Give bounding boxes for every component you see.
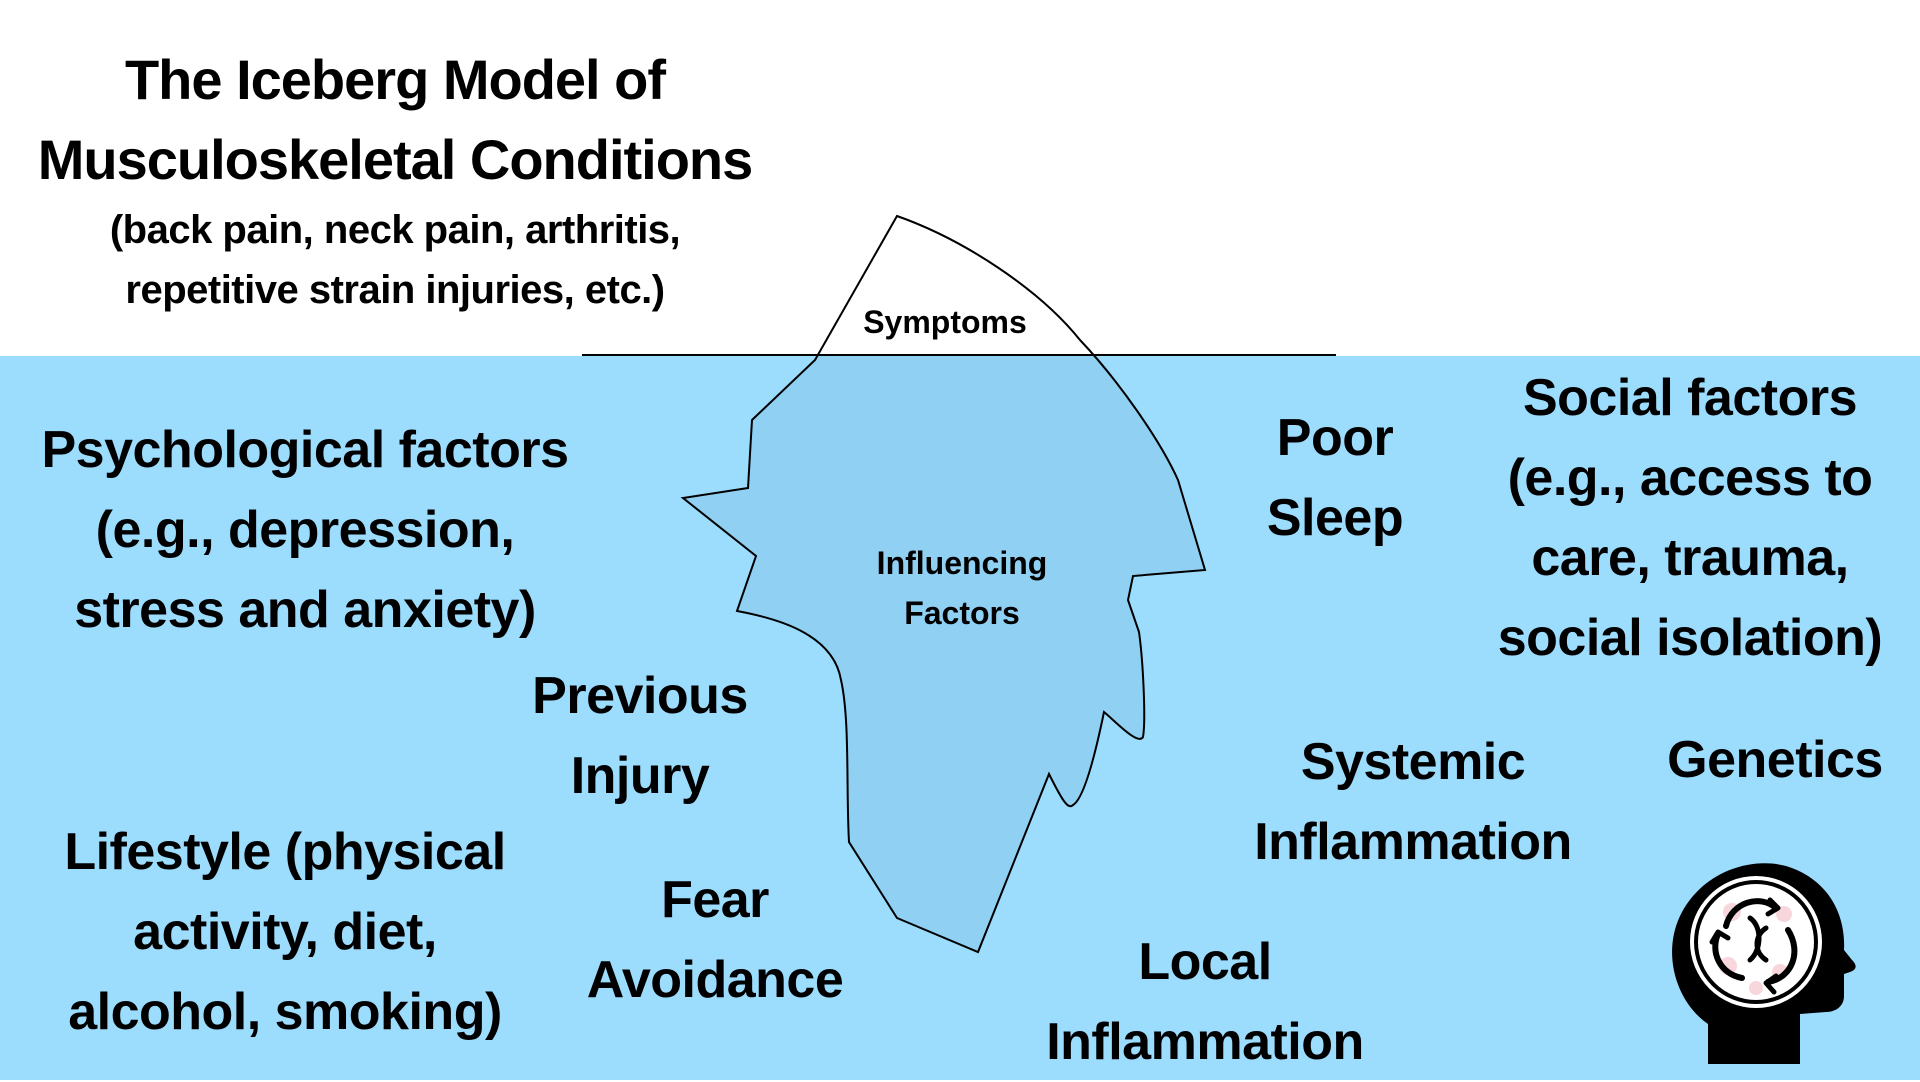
diagram-title: The Iceberg Model of Musculoskeletal Con…	[0, 40, 790, 320]
factor-poor-sleep: Poor Sleep	[1266, 409, 1404, 547]
subtitle-line-2: repetitive strain injuries, etc.)	[125, 268, 665, 312]
factor-social: Social factors (e.g., access to care, tr…	[1497, 369, 1883, 667]
factor-genetics: Genetics	[1667, 731, 1883, 789]
factor-local-inflammation: Local Inflammation	[1046, 933, 1364, 1071]
factor-lifestyle: Lifestyle (physical activity, diet, alco…	[64, 823, 506, 1041]
head-with-gears-icon	[1672, 863, 1856, 1064]
title-line-2: Musculoskeletal Conditions	[37, 128, 754, 191]
factor-previous-injury: Previous Injury	[532, 667, 748, 805]
factor-psychological: Psychological factors (e.g., depression,…	[41, 421, 569, 639]
factor-systemic-inflammation: Systemic Inflammation	[1254, 733, 1572, 871]
influencing-factors-label: Influencing Factors	[876, 545, 1048, 631]
symptoms-label: Symptoms	[863, 304, 1027, 340]
iceberg-outline	[680, 214, 1207, 954]
factor-fear-avoidance: Fear Avoidance	[586, 871, 844, 1009]
title-line-1: The Iceberg Model of	[124, 48, 666, 111]
subtitle-line-1: (back pain, neck pain, arthritis,	[109, 208, 681, 252]
